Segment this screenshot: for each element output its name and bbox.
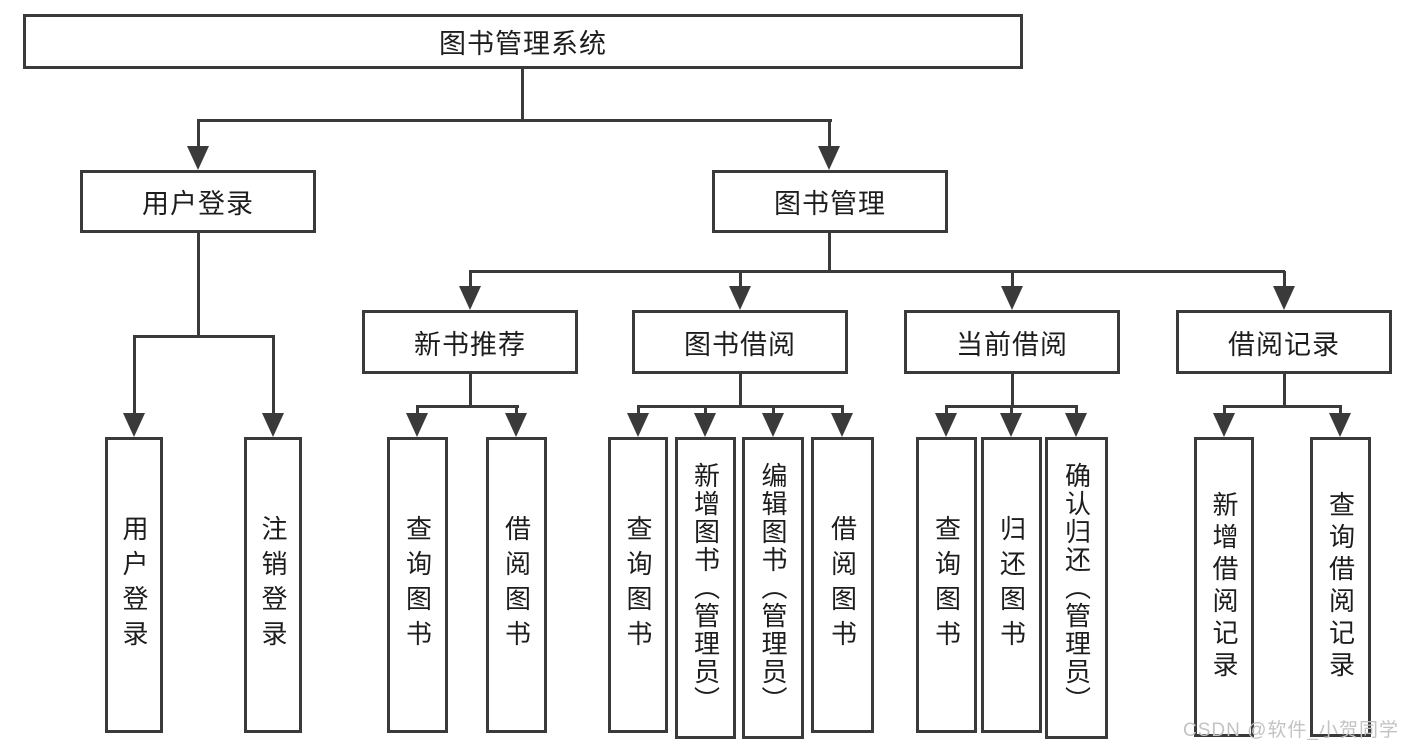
node-book-borrow-label: 图书借阅 <box>684 329 796 360</box>
leaf-borrow-books-module: 借阅图书 <box>811 437 874 733</box>
arrowhead-down <box>406 413 428 437</box>
leaf-confirm-return-admin-label: 确认归还（管理员） <box>1061 462 1092 714</box>
leaf-borrow-books-recommend: 借阅图书 <box>486 437 547 733</box>
leaf-query-books-borrow-label: 查询图书 <box>623 515 653 655</box>
leaf-query-books-recommend-label: 查询图书 <box>402 515 433 655</box>
connector-line <box>515 405 518 416</box>
node-user-login-label: 用户登录 <box>142 189 254 219</box>
connector-line <box>739 271 742 289</box>
connector-line <box>1011 374 1014 406</box>
node-library-system: 图书管理系统 <box>23 14 1023 69</box>
arrowhead-down <box>505 413 527 437</box>
leaf-user-login: 用户登录 <box>105 437 163 733</box>
connector-line <box>197 233 200 336</box>
connector-line <box>521 69 524 121</box>
arrowhead-down <box>818 146 840 170</box>
connector-line <box>637 405 844 408</box>
connector-line <box>841 405 844 416</box>
leaf-user-login-label: 用户登录 <box>119 515 149 655</box>
arrowhead-down <box>1273 286 1295 310</box>
leaf-logout-label: 注销登录 <box>258 515 288 655</box>
leaf-query-books-recommend: 查询图书 <box>387 437 448 733</box>
connector-line <box>828 120 831 148</box>
connector-line <box>197 120 200 148</box>
connector-line <box>133 336 136 415</box>
leaf-query-books-borrow: 查询图书 <box>608 437 668 733</box>
arrowhead-down <box>935 413 957 437</box>
connector-line <box>1223 405 1226 416</box>
leaf-add-book-admin-label: 新增图书（管理员） <box>690 462 721 714</box>
connector-line <box>1011 271 1014 289</box>
connector-line <box>133 335 275 338</box>
connector-line <box>1010 405 1013 416</box>
arrowhead-down <box>1329 413 1351 437</box>
leaf-add-book-admin: 新增图书（管理员） <box>675 437 736 739</box>
leaf-return-book-label: 归还图书 <box>996 515 1027 655</box>
leaf-query-books-current: 查询图书 <box>916 437 977 733</box>
connector-line <box>1339 405 1342 416</box>
leaf-borrow-books-recommend-label: 借阅图书 <box>501 515 532 655</box>
connector-line <box>469 374 472 406</box>
connector-line <box>469 270 1285 273</box>
csdn-watermark: CSDN @软件_小贺同学 <box>1183 720 1399 741</box>
node-new-book-recommend-label: 新书推荐 <box>414 329 526 360</box>
arrowhead-down <box>1213 413 1235 437</box>
node-borrow-records-label: 借阅记录 <box>1228 329 1340 360</box>
arrowhead-down <box>762 413 784 437</box>
connector-line <box>1075 405 1078 416</box>
node-library-system-label: 图书管理系统 <box>439 29 607 59</box>
leaf-query-borrow-record: 查询借阅记录 <box>1310 437 1371 737</box>
arrowhead-down <box>1065 413 1087 437</box>
connector-line <box>1283 374 1286 406</box>
node-book-management: 图书管理 <box>712 170 948 233</box>
leaf-borrow-books-module-label: 借阅图书 <box>827 515 858 655</box>
arrowhead-down <box>123 413 145 437</box>
connector-line <box>1283 271 1286 289</box>
arrowhead-down <box>187 146 209 170</box>
connector-line <box>272 336 275 415</box>
connector-line <box>704 405 707 416</box>
connector-line <box>828 233 831 271</box>
node-book-borrow: 图书借阅 <box>632 310 848 374</box>
arrowhead-down <box>694 413 716 437</box>
connector-line <box>469 271 472 289</box>
leaf-add-borrow-record: 新增借阅记录 <box>1194 437 1254 737</box>
connector-line <box>197 119 832 122</box>
leaf-query-books-current-label: 查询图书 <box>931 515 962 655</box>
connector-line <box>772 405 775 416</box>
leaf-logout: 注销登录 <box>244 437 302 733</box>
node-borrow-records: 借阅记录 <box>1176 310 1392 374</box>
node-current-borrow: 当前借阅 <box>904 310 1120 374</box>
node-new-book-recommend: 新书推荐 <box>362 310 578 374</box>
connector-line <box>945 405 948 416</box>
arrowhead-down <box>627 413 649 437</box>
connector-line <box>1223 405 1342 408</box>
leaf-return-book: 归还图书 <box>981 437 1042 733</box>
node-user-login: 用户登录 <box>80 170 316 233</box>
arrowhead-down <box>831 413 853 437</box>
connector-line <box>739 374 742 406</box>
node-book-management-label: 图书管理 <box>774 189 886 219</box>
connector-line <box>416 405 519 408</box>
connector-line <box>637 405 640 416</box>
leaf-add-borrow-record-label: 新增借阅记录 <box>1209 491 1239 683</box>
leaf-query-borrow-record-label: 查询借阅记录 <box>1325 491 1356 683</box>
leaf-edit-book-admin: 编辑图书（管理员） <box>742 437 804 739</box>
arrowhead-down <box>729 286 751 310</box>
leaf-edit-book-admin-label: 编辑图书（管理员） <box>758 462 788 714</box>
arrowhead-down <box>459 286 481 310</box>
leaf-confirm-return-admin: 确认归还（管理员） <box>1045 437 1108 739</box>
connector-line <box>416 405 419 416</box>
arrowhead-down <box>262 413 284 437</box>
arrowhead-down <box>1001 286 1023 310</box>
node-current-borrow-label: 当前借阅 <box>956 329 1068 360</box>
arrowhead-down <box>1000 413 1022 437</box>
